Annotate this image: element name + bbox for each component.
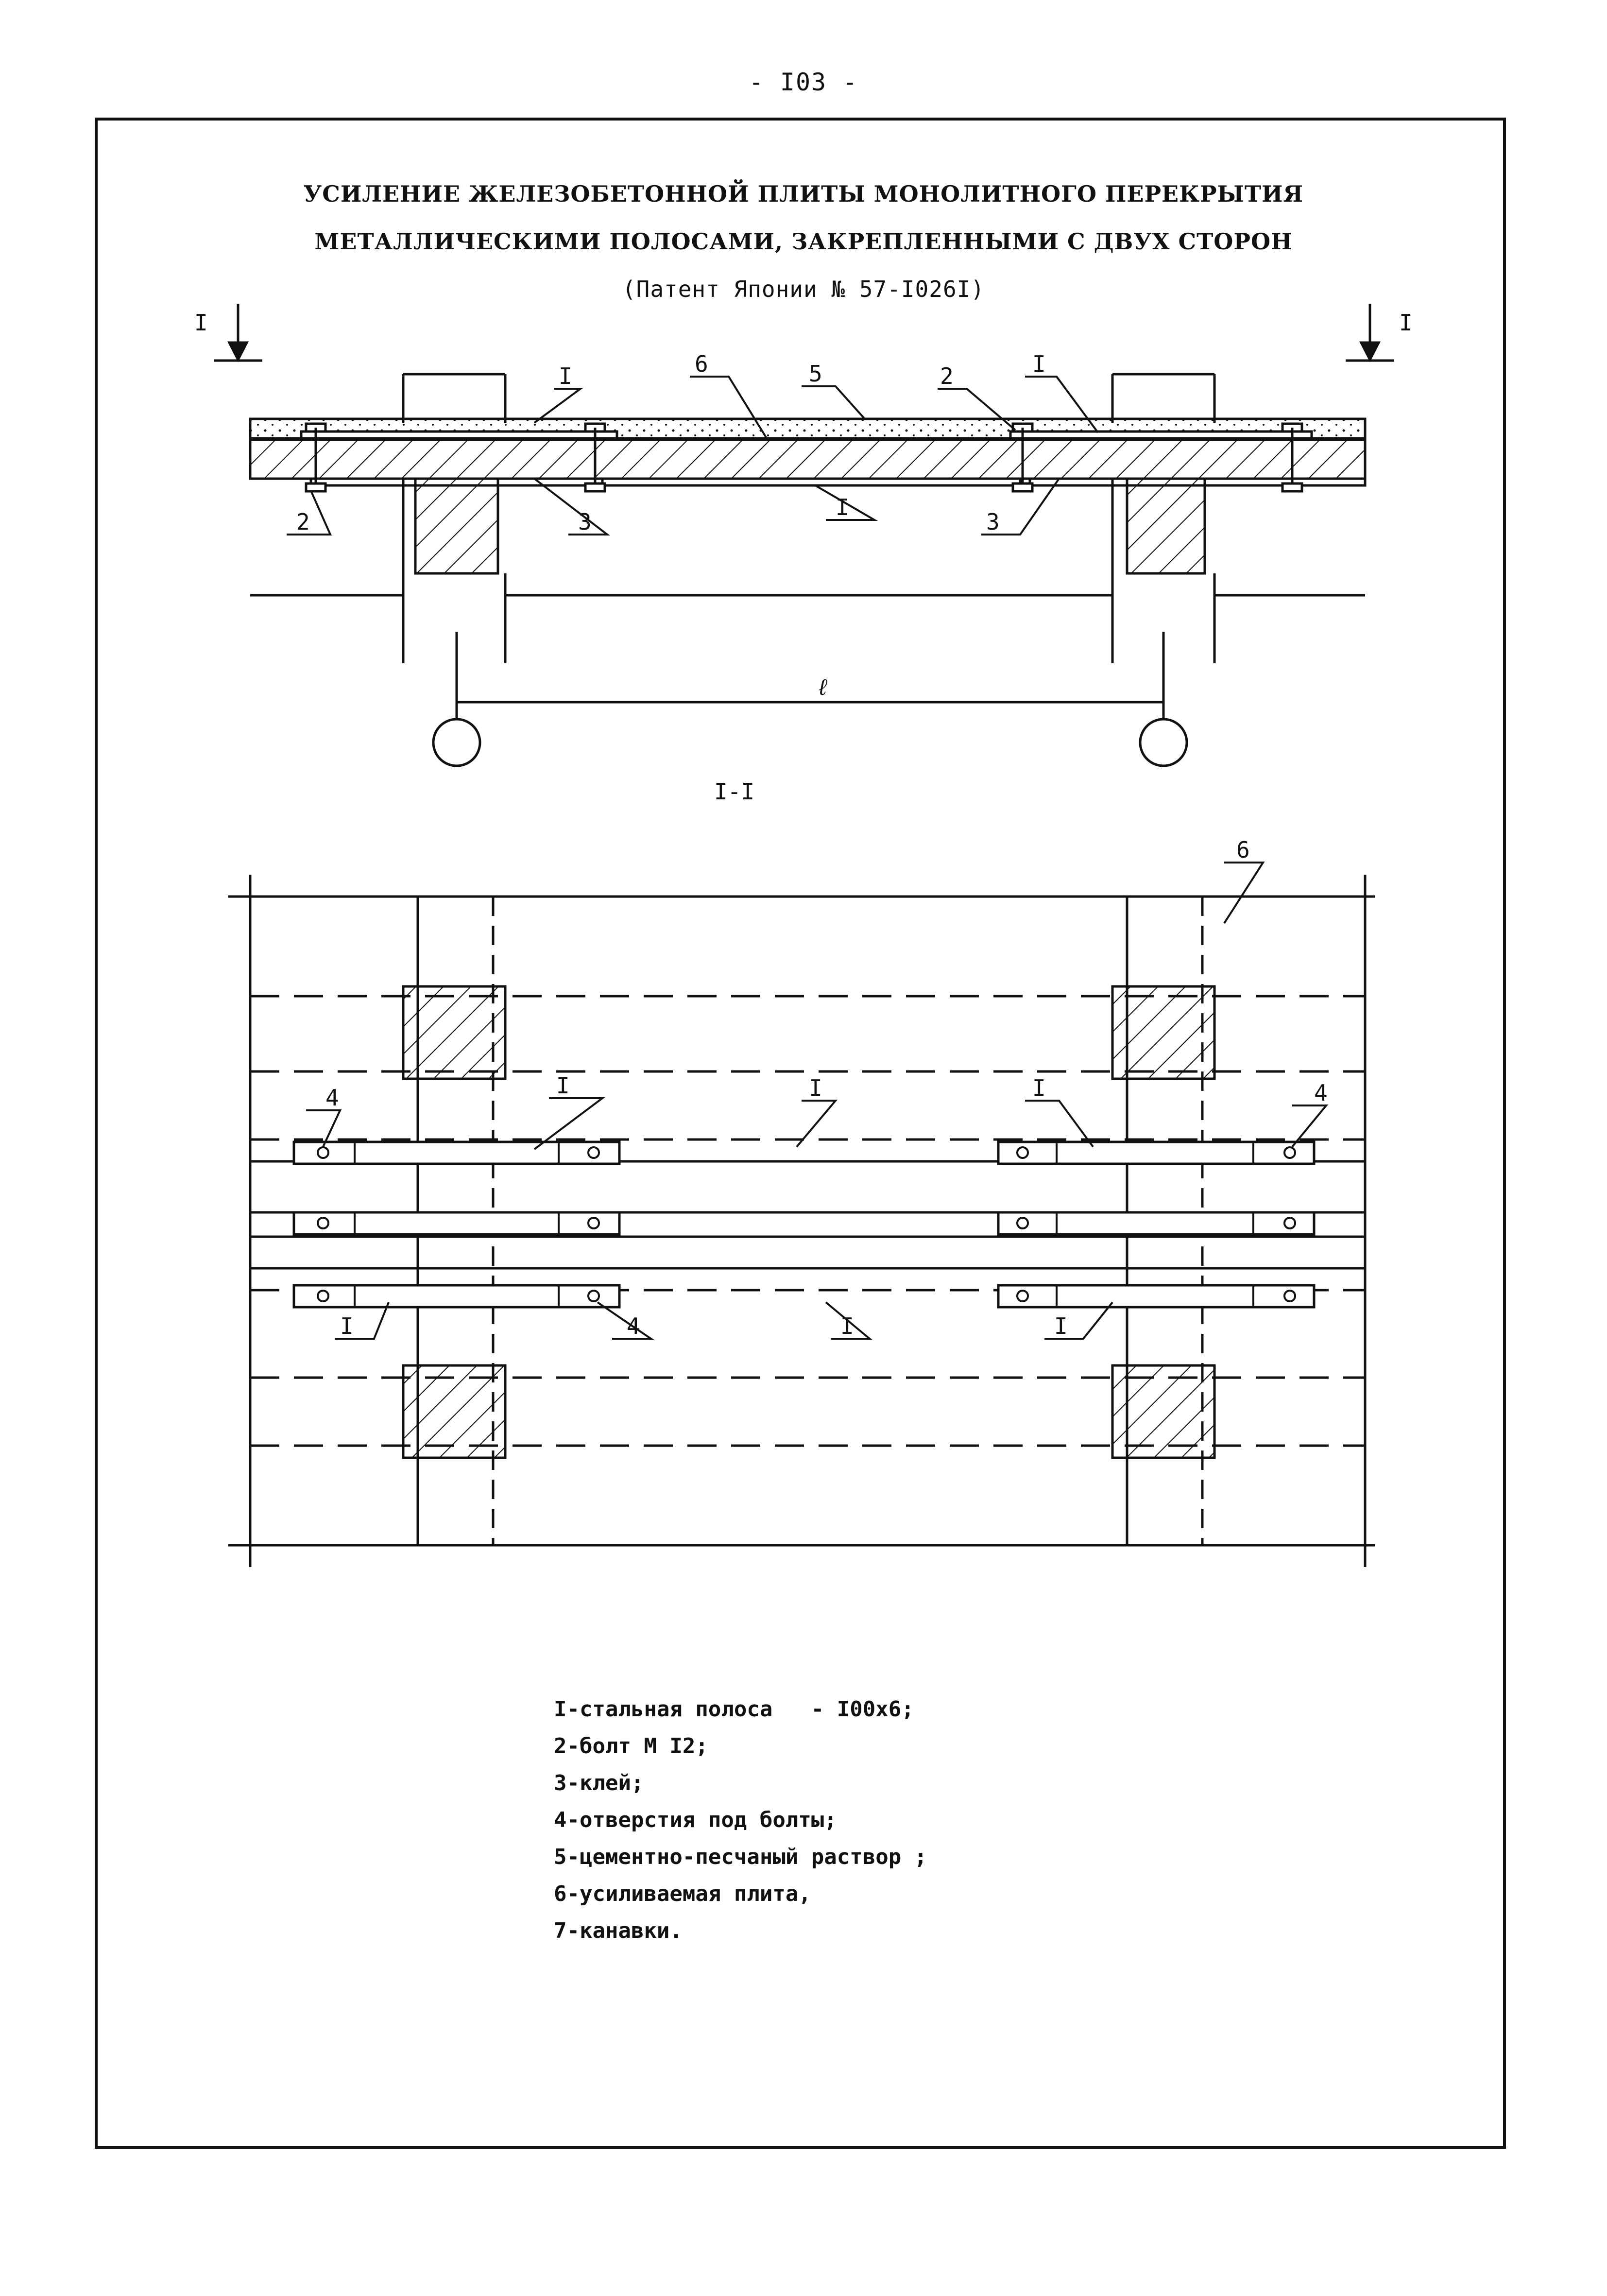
elev-label-2: 2	[940, 363, 954, 389]
section-arrow-right	[1346, 304, 1394, 363]
section-arrow-left	[214, 304, 262, 363]
strip-ends	[354, 1142, 1254, 1307]
page-number: - I03 -	[749, 68, 858, 96]
elev-label-1c: I	[836, 494, 849, 520]
section-title: I-I	[714, 778, 754, 805]
plan-label-1d: I	[340, 1313, 354, 1339]
plan-label-1c: I	[1032, 1075, 1046, 1101]
bolts	[305, 422, 1303, 493]
section-mark-left: I	[194, 310, 208, 336]
legend-item-6: 6-усиливаемая плита,	[554, 1882, 811, 1906]
title-line-1: УСИЛЕНИЕ ЖЕЛЕЗОБЕТОННОЙ ПЛИТЫ МОНОЛИТНОГ…	[303, 181, 1304, 207]
elev-label-1: I	[559, 363, 572, 389]
elev-label-6: 6	[695, 351, 708, 377]
plan-label-6: 6	[1236, 837, 1250, 863]
legend-item-7: 7-канавки.	[554, 1918, 683, 1943]
plan-view	[228, 862, 1375, 1567]
title-line-2: МЕТАЛЛИЧЕСКИМИ ПОЛОСАМИ, ЗАКРЕПЛЕННЫМИ С…	[314, 228, 1293, 255]
span-label: ℓ	[816, 674, 830, 700]
elev-label-1b: I	[1032, 351, 1046, 377]
legend-item-1: I-стальная полоса - I00x6;	[554, 1697, 914, 1722]
legend-item-2: 2-болт М I2;	[554, 1734, 708, 1759]
bolt-holes	[317, 1146, 1296, 1302]
section-mark-right: I	[1399, 310, 1413, 336]
title-patent: (Патент Японии № 57-I026I)	[622, 276, 985, 302]
legend-item-4: 4-отверстия под болты;	[554, 1808, 837, 1832]
plan-strips	[292, 1140, 1316, 1309]
plan-label-1a: I	[556, 1072, 570, 1099]
elev-label-5: 5	[809, 361, 822, 387]
plan-label-1b: I	[809, 1075, 822, 1101]
plan-label-1f: I	[1054, 1313, 1068, 1339]
drawing-frame	[95, 118, 1506, 2149]
plan-label-1e: I	[840, 1313, 854, 1339]
legend-item-3: 3-клей;	[554, 1771, 644, 1795]
elevation-view	[214, 304, 1394, 767]
elev-label-2b: 2	[296, 509, 310, 535]
legend-item-5: 5-цементно-песчаный раствор ;	[554, 1845, 927, 1869]
legend: I-стальная полоса - I00x6; 2-болт М I2; …	[554, 1691, 927, 1950]
plan-label-4a: 4	[325, 1085, 339, 1111]
elev-label-3b: 3	[986, 509, 1000, 535]
elev-label-3: 3	[578, 509, 592, 535]
plan-label-4b: 4	[1314, 1080, 1328, 1106]
plan-label-4c: 4	[627, 1313, 640, 1339]
